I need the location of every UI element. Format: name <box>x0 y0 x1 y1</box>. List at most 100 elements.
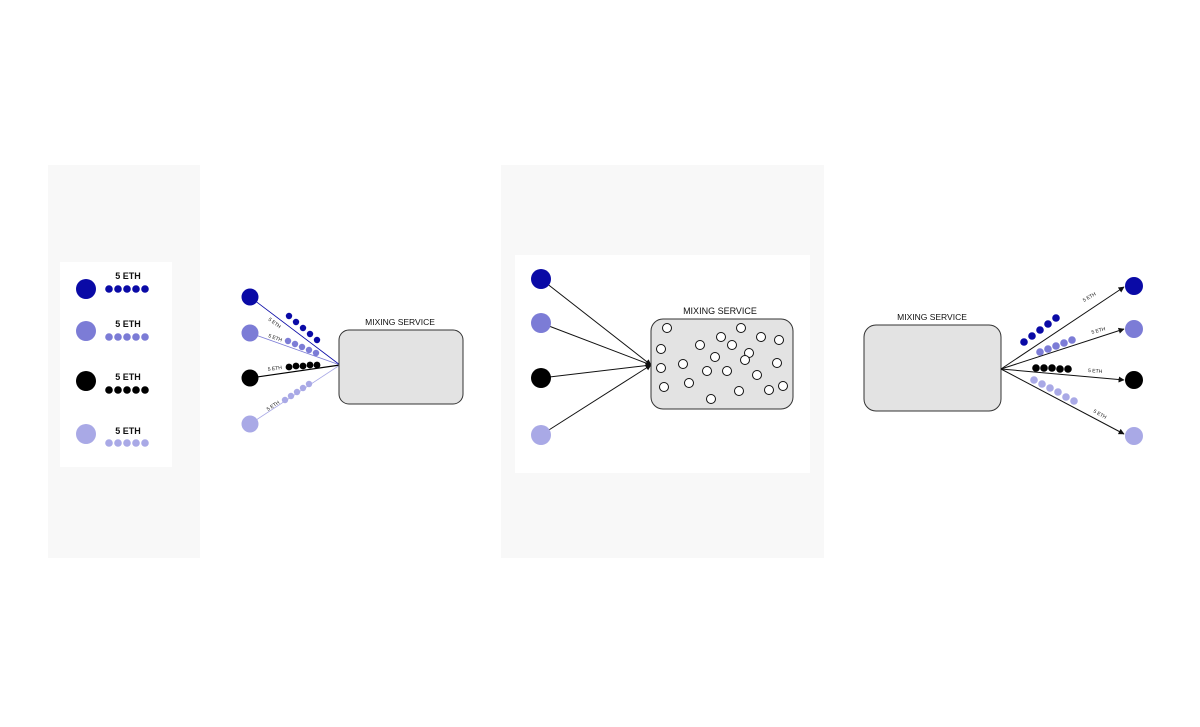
coin <box>285 363 293 371</box>
pool-coin <box>656 363 666 373</box>
withdraw-flow-label-4: 5 ETH <box>1092 409 1108 421</box>
legend-item-4-coins <box>105 439 149 447</box>
withdraw-user-1-wallet <box>1125 277 1143 295</box>
withdraw-coins-2 <box>1036 336 1076 356</box>
coin <box>1032 364 1040 372</box>
legend-item-4: 5 ETH <box>76 424 149 447</box>
withdraw-arrow-2 <box>1000 327 1125 370</box>
deposit-user-3-wallet <box>241 369 259 387</box>
withdraw-flow-label-2: 5 ETH <box>1091 326 1107 336</box>
deposit-flow-line-3 <box>249 364 341 379</box>
pool-coin <box>695 340 705 350</box>
mixing-user-2-wallet <box>531 313 551 333</box>
coin <box>291 340 299 348</box>
pool-coin <box>662 323 672 333</box>
pool-coin <box>710 352 720 362</box>
coin <box>1020 338 1028 346</box>
mixing-user-1-wallet <box>531 269 551 289</box>
coin <box>1070 397 1078 405</box>
withdraw-arrow-3 <box>1000 368 1125 383</box>
deposit-flow-label-2: 5 ETH <box>267 333 283 343</box>
pool-coin <box>727 340 737 350</box>
withdraw-box-title: MIXING SERVICE <box>897 312 967 322</box>
coin <box>305 380 313 388</box>
deposit-coins-4 <box>281 380 313 404</box>
user-2-wallet-dot <box>76 321 96 341</box>
deposit-flow-line-2 <box>249 332 341 366</box>
pool-coin <box>706 394 716 404</box>
coin <box>141 386 149 394</box>
mixing-arrow-3 <box>540 362 652 379</box>
deposit-user-2-wallet <box>241 324 259 342</box>
deposit-flow-label-3: 5 ETH <box>267 365 282 373</box>
coin <box>306 330 314 338</box>
coin <box>114 439 122 447</box>
mixing-arrow-2 <box>540 322 652 366</box>
withdraw-coins-1 <box>1020 314 1060 346</box>
coin <box>1052 342 1060 350</box>
pool-coin <box>752 370 762 380</box>
legend-item-1-coins <box>105 285 149 293</box>
pool-coin <box>756 332 766 342</box>
coin <box>132 285 140 293</box>
pool-coin <box>736 323 746 333</box>
withdraw-arrow-1 <box>1000 286 1125 370</box>
coin <box>123 439 131 447</box>
coin <box>285 312 293 320</box>
withdraw-coins-4 <box>1030 376 1078 405</box>
coin <box>1046 384 1054 392</box>
legend-item-2: 5 ETH <box>76 319 149 341</box>
coin <box>105 333 113 341</box>
mixing-arrow-1 <box>540 278 652 366</box>
coin <box>1056 365 1064 373</box>
pool-coin <box>656 344 666 354</box>
deposit-mixing-box <box>338 329 464 405</box>
coin <box>1064 365 1072 373</box>
pool-coin <box>778 381 788 391</box>
mixing-panel: MIXING SERVICE <box>501 165 824 558</box>
deposit-user-1-wallet <box>241 288 259 306</box>
legend-item-3: 5 ETH <box>76 371 149 394</box>
deposit-user-4-wallet <box>241 415 259 433</box>
pool-coin <box>716 332 726 342</box>
coin <box>105 285 113 293</box>
coin <box>1036 326 1044 334</box>
coin <box>1040 364 1048 372</box>
legend-item-1-label: 5 ETH <box>115 271 141 281</box>
deposit-flow-label-1: 5 ETH <box>267 317 282 331</box>
legend-item-3-coins <box>105 386 149 394</box>
withdraw-mixing-box <box>863 324 1002 412</box>
coin <box>292 362 300 370</box>
coin <box>105 386 113 394</box>
withdraw-user-2-wallet <box>1125 320 1143 338</box>
legend-item-1: 5 ETH <box>76 271 149 299</box>
mixing-user-3-wallet <box>531 368 551 388</box>
coin <box>132 439 140 447</box>
mixing-arrow-4 <box>540 364 652 436</box>
coin <box>299 384 307 392</box>
legend-panel: 5 ETH 5 ETH 5 ETH <box>48 165 200 558</box>
pool-coin <box>659 382 669 392</box>
coin <box>114 285 122 293</box>
coin <box>1048 364 1056 372</box>
coin <box>284 337 292 345</box>
withdraw-arrow-4 <box>1000 368 1125 435</box>
coin <box>105 439 113 447</box>
withdraw-user-3-wallet <box>1125 371 1143 389</box>
deposit-flow-line-4 <box>249 364 341 425</box>
coin <box>312 349 320 357</box>
coin <box>132 386 140 394</box>
withdraw-coins-3 <box>1032 364 1072 373</box>
deposit-panel: 5 ETH 5 ETH 5 ETH 5 ETH MIXING SERVICE <box>241 288 464 433</box>
user-4-wallet-dot <box>76 424 96 444</box>
deposit-coins-3 <box>285 361 321 371</box>
mixing-pool-coins <box>656 323 788 404</box>
mixing-box-title: MIXING SERVICE <box>683 306 757 316</box>
deposit-flow-label-4: 5 ETH <box>266 400 281 413</box>
coin <box>132 333 140 341</box>
coin <box>141 333 149 341</box>
legend-item-4-label: 5 ETH <box>115 426 141 436</box>
pool-coin <box>774 335 784 345</box>
